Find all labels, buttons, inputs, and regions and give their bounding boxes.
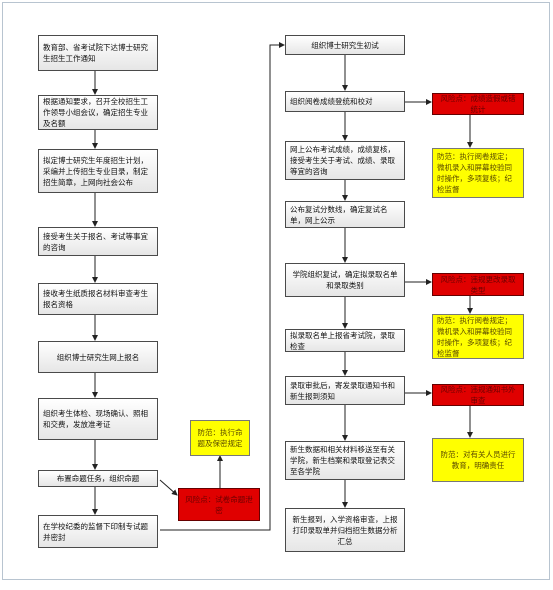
step-left-5: 接收考生纸质报名材料审查考生报名资格 [38, 283, 158, 315]
step-right-3: 网上公布考试成绩，成绩复核，接受考生关于考试、成绩、录取等宜的咨询 [285, 141, 405, 180]
arrow-cross-column [160, 42, 285, 531]
step-right-7: 录取审批后，寄发录取通知书和新生报到须知 [285, 376, 405, 405]
step-right-8: 新生数据和相关材料移送至有关学院，新生档案和录取登记表交至各学院 [285, 441, 405, 480]
step-left-3: 拟定博士研究生年度招生计划，采编并上传招生专业目录，制定招生简章，上网向社会公布 [38, 149, 158, 193]
step-right-4: 公布复试分数线，确定复试名单，网上公示 [285, 201, 405, 228]
risk-note-3: 风险点：违规通知书外审查 [432, 384, 524, 406]
step-left-1: 教育部、省考试院下达博士研究生招生工作通知 [38, 35, 158, 71]
step-right-5: 学院组织复试，确定拟录取名单和录取类别 [285, 263, 405, 297]
step-right-2: 组织阅卷成绩登统和校对 [285, 91, 405, 112]
step-left-9: 在学校纪委的监督下印制专试题并密封 [38, 515, 158, 548]
risk-note-2: 风险点：违规更改录取类型 [432, 273, 524, 296]
step-left-8: 布置命题任务，组织命题 [38, 470, 158, 487]
prevention-note-4: 防范：执行命题及保密规定 [190, 420, 250, 456]
step-right-9: 新生报到，入学资格审查，上报打印录取单并归档招生数据分析汇总 [285, 508, 405, 552]
risk-note-1: 风险点：成绩造假或错统计 [432, 93, 524, 115]
step-right-6: 拟录取名单上报省考试院，录取检查 [285, 329, 405, 352]
risk-note-4: 风险点：试卷命题泄密 [178, 488, 260, 521]
prevention-note-2: 防范：执行阅卷规定；微机录入和屏幕校验同时操作，多项复核；纪检监督 [432, 314, 524, 359]
step-left-7: 组织考生体检、现场确认、照相和交费，发放准考证 [38, 398, 158, 440]
arrow-to-risk-4 [159, 479, 178, 496]
step-left-4: 接受考生关于报名、考试等事宜的咨询 [38, 227, 158, 256]
step-right-1: 组织博士研究生初试 [285, 35, 405, 55]
prevention-note-1: 防范：执行阅卷规定；微机录入和屏幕校验同时操作，多项复核；纪检监督 [432, 148, 524, 198]
step-left-6: 组织博士研究生网上报名 [38, 341, 158, 373]
step-left-2: 根据通知要求，召开全校招生工作领导小组会议，确定招生专业及名额 [38, 95, 158, 130]
prevention-note-3: 防范：对有关人员进行教育，明确责任 [432, 438, 524, 482]
